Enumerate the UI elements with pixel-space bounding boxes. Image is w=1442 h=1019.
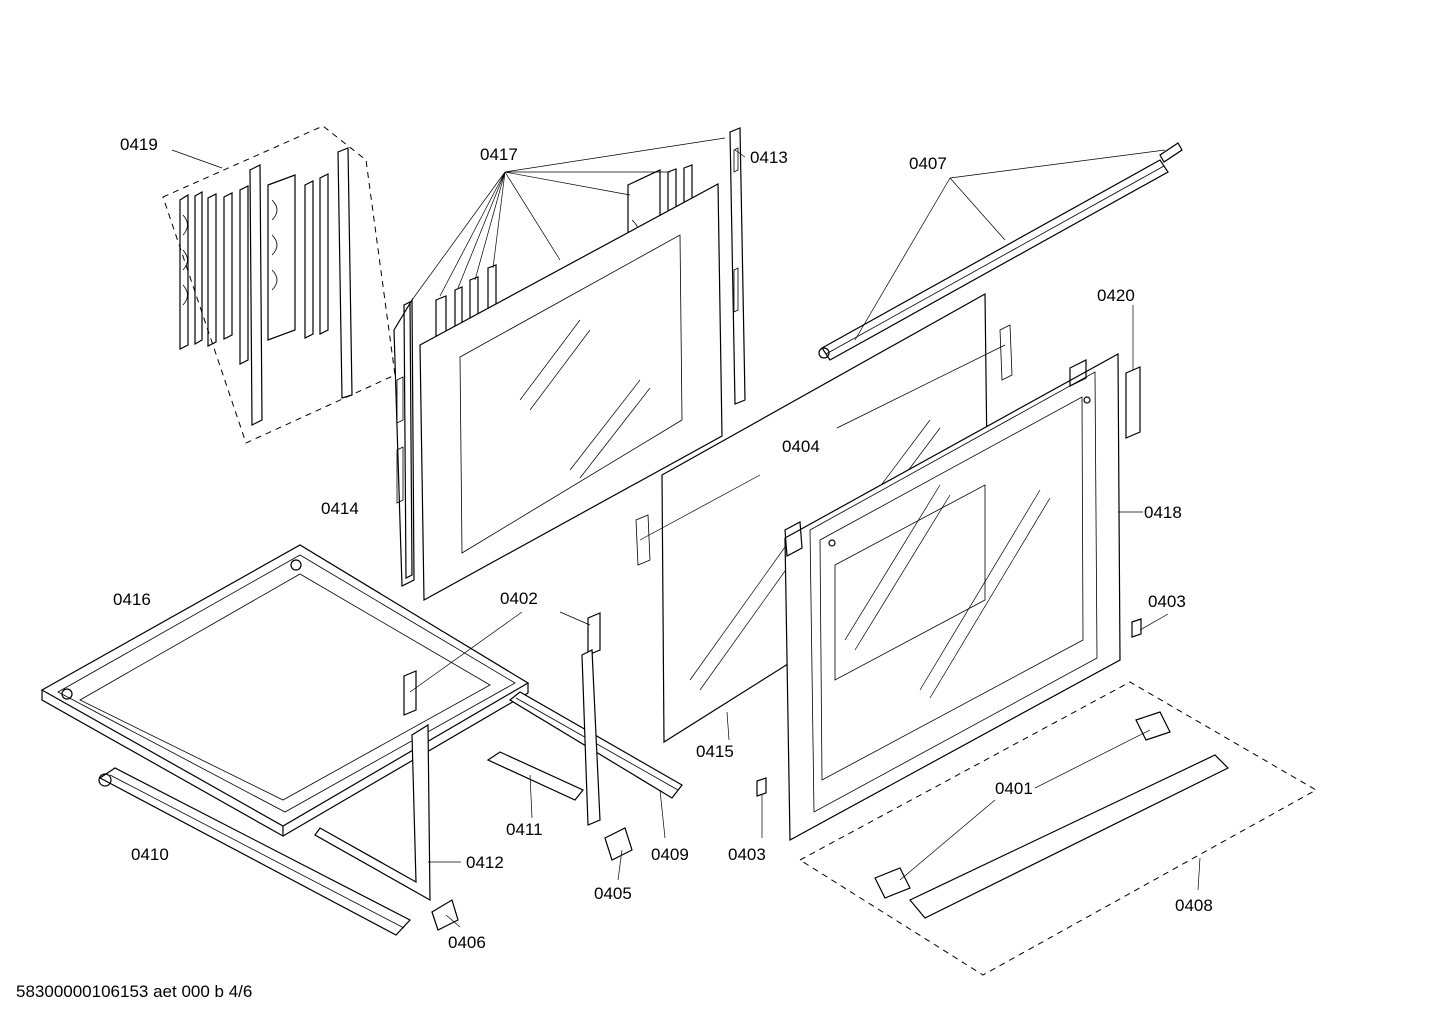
label-0406: 0406 (448, 933, 486, 952)
label-0401: 0401 (995, 779, 1033, 798)
part-labels: 0419 0417 0413 0407 0420 0404 0414 0418 … (113, 135, 1213, 952)
part-0402-brackets (403, 612, 601, 826)
leader-lines (171, 137, 1201, 928)
label-0402: 0402 (500, 589, 538, 608)
part-0411-channel (486, 751, 584, 801)
label-0403-left: 0403 (728, 845, 766, 864)
document-reference: 58300000106153 aet 000 b 4/6 (16, 982, 252, 1001)
part-0407-trim-bar (818, 142, 1183, 361)
part-0410-front-rail (98, 767, 411, 936)
part-0418-outer-door (784, 352, 1121, 842)
label-0411: 0411 (506, 820, 543, 839)
part-0403-clip-left (756, 777, 767, 797)
part-0412-bracket (314, 723, 431, 902)
label-0415: 0415 (696, 742, 734, 761)
part-0403-clip-right (1131, 618, 1142, 638)
part-0414-left-rail (393, 297, 415, 587)
label-0403-right: 0403 (1148, 592, 1186, 611)
label-0404: 0404 (782, 437, 820, 456)
label-0405: 0405 (594, 884, 632, 903)
part-0419-rack-rails (162, 125, 396, 444)
label-0420: 0420 (1097, 286, 1135, 305)
part-0405-clip (604, 827, 633, 861)
label-0413: 0413 (750, 148, 788, 167)
label-0416: 0416 (113, 590, 151, 609)
part-0416-bottom-tray (40, 544, 530, 838)
label-0419: 0419 (120, 135, 158, 154)
label-0408: 0408 (1175, 896, 1213, 915)
label-0418: 0418 (1144, 503, 1182, 522)
label-0414: 0414 (321, 499, 359, 518)
label-0417: 0417 (480, 145, 518, 164)
label-0412: 0412 (466, 853, 504, 872)
label-0409: 0409 (651, 845, 689, 864)
part-0413-right-rail (729, 127, 746, 405)
part-0406-clip (431, 899, 459, 931)
label-0407: 0407 (909, 154, 947, 173)
label-0410: 0410 (131, 845, 169, 864)
part-0414-back-panel (419, 183, 723, 602)
part-0420-plate (1125, 366, 1141, 439)
